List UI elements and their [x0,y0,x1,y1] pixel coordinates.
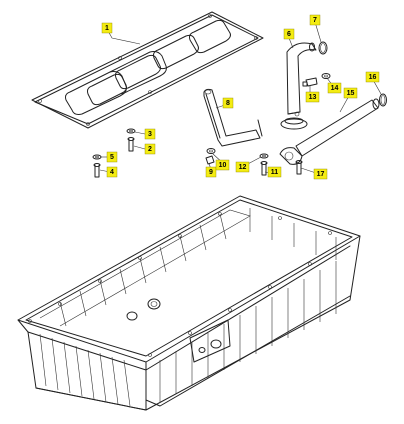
svg-text:1: 1 [105,25,109,32]
screw-2 [127,137,135,152]
nut-9 [205,155,215,165]
svg-text:14: 14 [331,85,339,92]
callout-4: 4 [106,166,118,178]
washer-3 [126,128,136,134]
callout-8: 8 [222,97,234,109]
o-ring-16 [379,93,387,107]
callout-11: 11 [267,166,282,178]
washer-10 [206,148,216,154]
washer-12 [259,153,269,159]
leader-lines [99,21,382,174]
oil-pan [17,195,361,411]
svg-text:6: 6 [287,31,291,38]
bolt-13 [302,77,318,87]
svg-text:3: 3 [148,131,152,138]
svg-text:16: 16 [369,74,377,81]
callout-17: 17 [313,168,328,180]
callout-5: 5 [106,151,118,163]
svg-text:17: 17 [317,171,325,178]
screw-11 [260,161,268,176]
screw-4 [93,163,101,178]
washer-14 [321,73,331,79]
callout-7: 7 [309,14,321,26]
callout-15: 15 [343,87,358,99]
svg-text:7: 7 [313,17,317,24]
svg-text:4: 4 [110,169,114,176]
svg-text:2: 2 [148,146,152,153]
callout-9: 9 [205,166,217,178]
svg-text:13: 13 [309,94,317,101]
callout-6: 6 [283,28,295,40]
callout-16: 16 [365,71,380,83]
oil-pipe-15 [279,98,380,165]
suction-pipe-6 [280,42,317,130]
washer-5 [92,154,102,160]
svg-text:10: 10 [219,162,227,169]
callout-3: 3 [144,128,156,140]
svg-text:11: 11 [271,169,279,176]
callout-12: 12 [235,161,250,173]
svg-text:9: 9 [209,169,213,176]
bracket-8 [203,88,263,147]
callout-2: 2 [144,143,156,155]
callout-14: 14 [327,82,342,94]
svg-text:12: 12 [239,164,247,171]
svg-text:15: 15 [347,90,355,97]
o-ring-7 [318,41,328,55]
callout-1: 1 [101,22,113,34]
oil-pan-gasket [31,11,264,129]
svg-text:5: 5 [110,154,114,161]
callout-13: 13 [305,91,320,103]
callout-10: 10 [215,159,230,171]
svg-text:8: 8 [226,100,230,107]
